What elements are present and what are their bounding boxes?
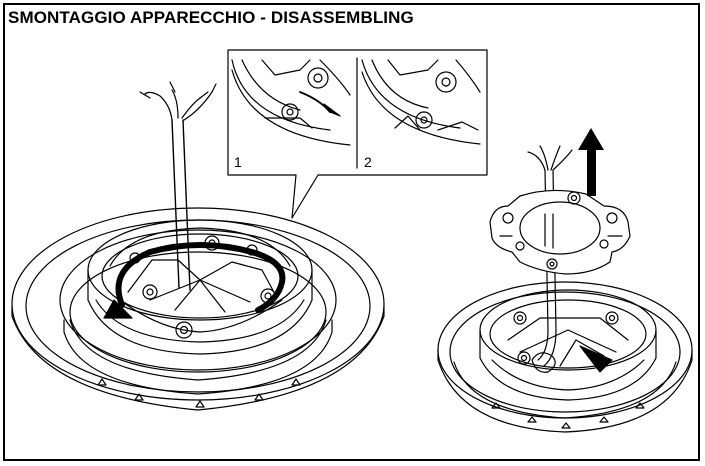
lift-up-arrow-icon [578,128,604,196]
inset-panel [227,49,488,219]
step-label-1: 1 [234,154,242,170]
left-fixture [11,81,385,411]
right-rim-tabs [491,402,645,429]
right-fixture [437,128,693,433]
step-label-2: 2 [364,154,372,170]
step-2-detail [361,59,481,145]
mounting-bracket [489,189,631,275]
step-1-detail [231,59,351,146]
page-title: SMONTAGGIO APPARECCHIO - DISASSEMBLING [8,8,414,27]
rotate-arrow-icon [103,242,286,319]
rim-tabs [97,378,301,408]
